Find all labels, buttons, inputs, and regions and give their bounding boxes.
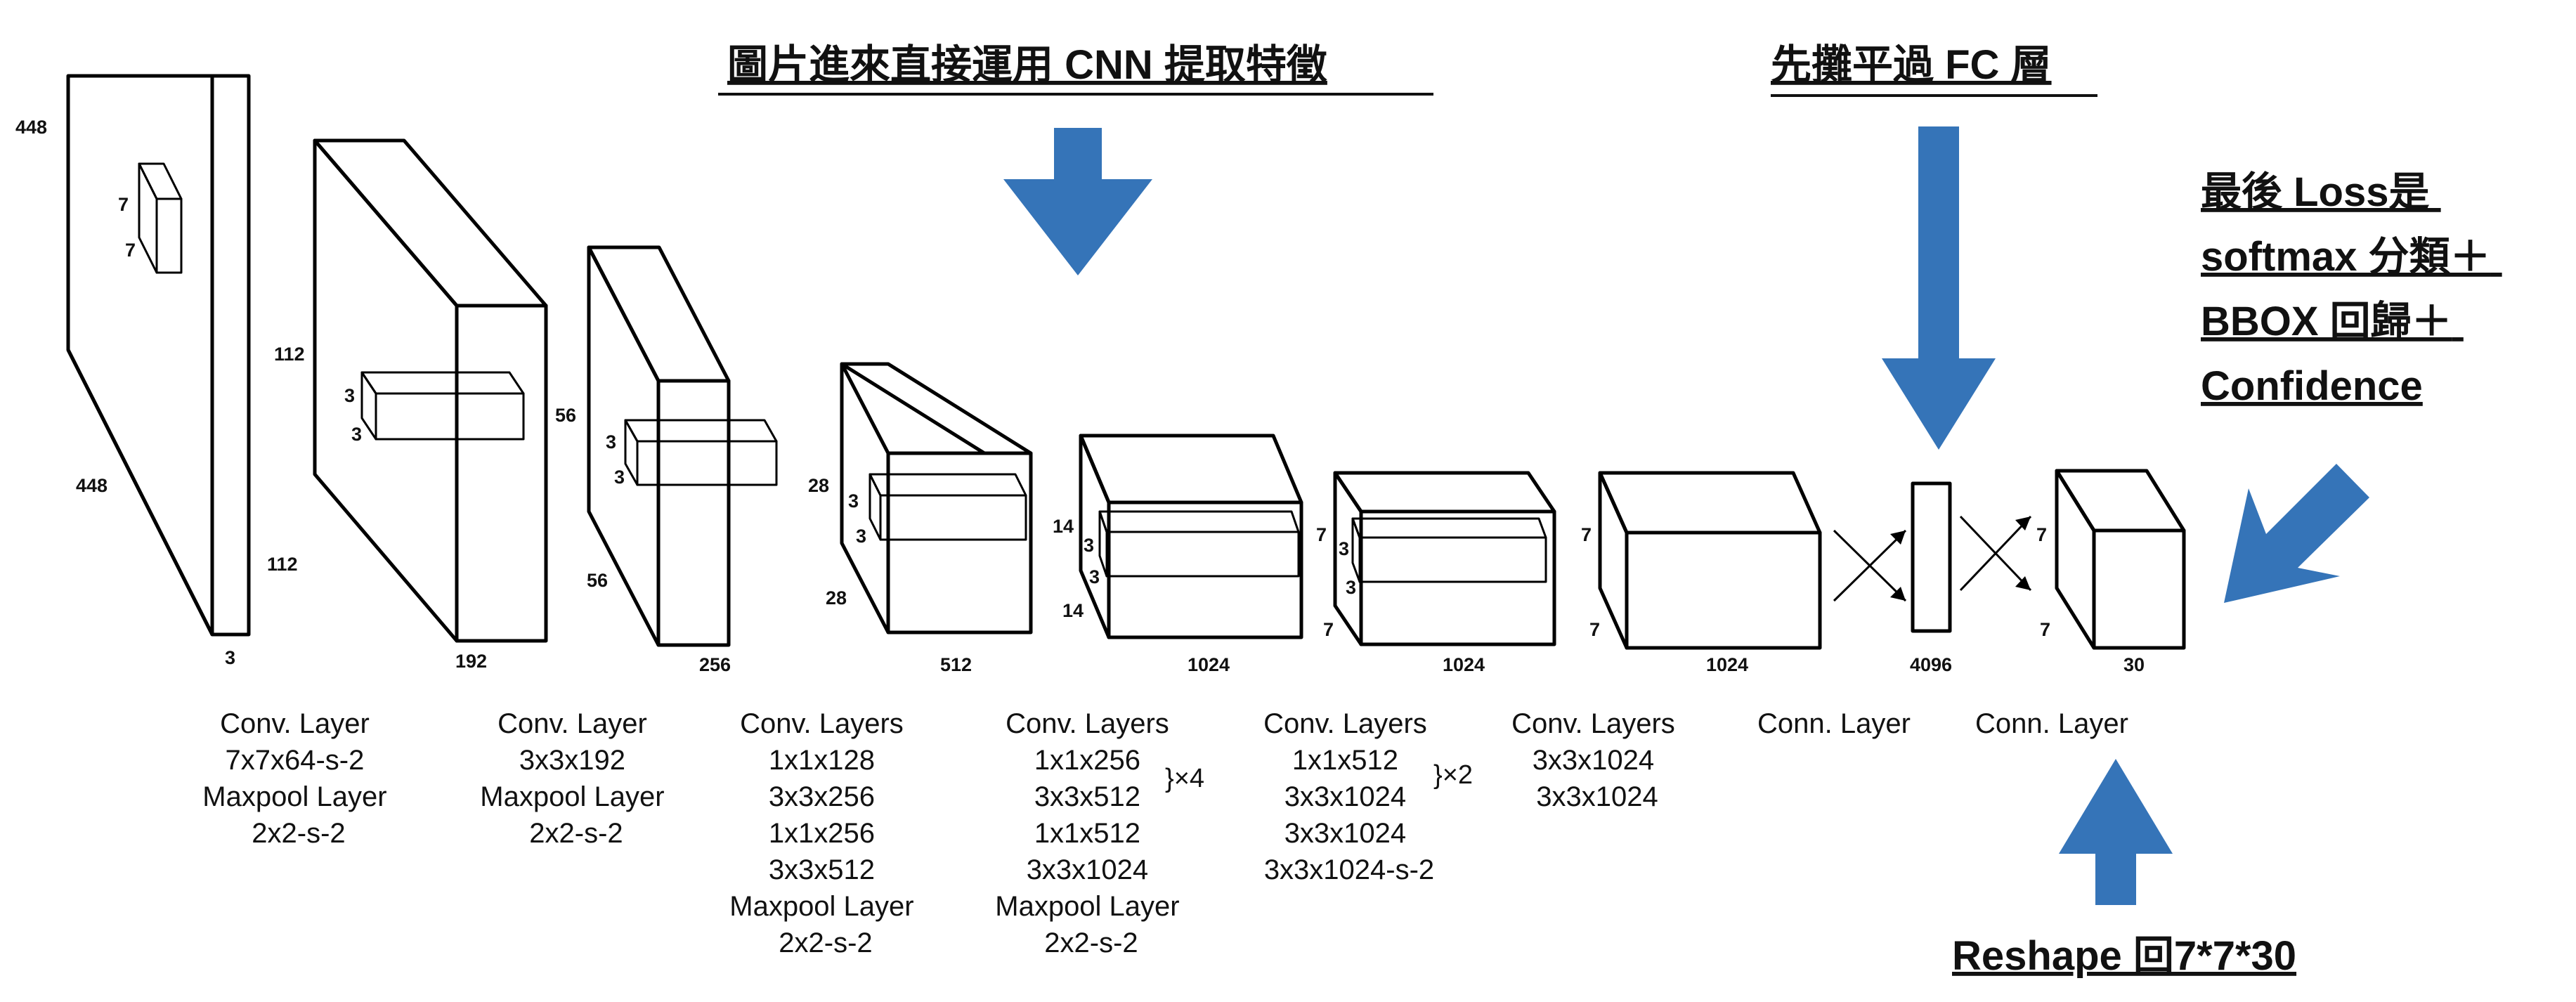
block-3-kernel-h-label: 3 — [848, 490, 859, 512]
block-4-caption: Conv. Layers 1x1x256 3x3x512 1x1x512 3x3… — [995, 708, 1188, 958]
annotation-flatten: 先攤平過 FC 層 — [1771, 42, 2052, 88]
output-depth-label: 30 — [2123, 654, 2145, 675]
block-6-depth-label: 1024 — [1706, 654, 1748, 675]
block-5-depth-label: 1024 — [1443, 654, 1485, 675]
block-5-height-label: 7 — [1316, 524, 1327, 545]
block-3-volume: 28 28 512 3 3 — [808, 362, 1033, 675]
up-arrow-reshape — [2059, 759, 2173, 905]
fc-layer-volume: 4096 — [1910, 481, 1952, 675]
block-2-kernel-box — [624, 419, 778, 486]
annotation-cnn: 圖片進來直接運用 CNN 提取特徵 — [727, 42, 1327, 88]
fc-caption: Conn. Layer — [1757, 708, 1911, 739]
block-2-caption: Conv. Layer 3x3x192 Maxpool Layer 2x2-s-… — [480, 708, 672, 849]
block-4-repeat-label: }×4 — [1165, 764, 1204, 793]
block-2-width-label: 56 — [587, 570, 608, 591]
output-height-label: 7 — [2036, 524, 2047, 545]
block-1-depth-label: 192 — [455, 651, 487, 672]
block-2-kernel-w-label: 3 — [614, 467, 625, 488]
block-3-depth-label: 512 — [940, 654, 972, 675]
cross-connection-1 — [1833, 529, 1907, 602]
block-4-volume: 14 14 1024 3 3 — [1053, 434, 1303, 675]
down-arrow-cnn — [1003, 128, 1152, 275]
block-2-kernel-h-label: 3 — [606, 431, 616, 453]
output-volume: 7 7 30 — [2036, 469, 2186, 675]
block-4-height-label: 14 — [1053, 516, 1074, 537]
down-arrow-flatten — [1882, 126, 1996, 450]
annotation-reshape: Reshape 回7*7*30 — [1952, 933, 2296, 979]
block-1-height-label: 112 — [274, 344, 305, 365]
diagonal-arrow-loss — [2224, 464, 2369, 603]
block-1-kernel-w-label: 3 — [351, 424, 362, 445]
block-6-volume: 7 7 1024 — [1581, 471, 1822, 675]
block-6-width-label: 7 — [1589, 619, 1600, 640]
block-5-volume: 7 7 1024 3 3 — [1316, 471, 1556, 675]
block-4-depth-label: 1024 — [1188, 654, 1230, 675]
block-2-height-label: 56 — [555, 405, 576, 426]
block-2-depth-label: 256 — [699, 654, 731, 675]
input-kernel-box — [138, 162, 183, 274]
input-height-label: 448 — [15, 117, 47, 138]
input-depth-label: 3 — [225, 647, 235, 668]
block-3-caption: Conv. Layers 1x1x128 3x3x256 1x1x256 3x3… — [729, 708, 922, 958]
input-volume: 448 448 3 7 7 — [15, 74, 251, 668]
block-3-width-label: 28 — [826, 587, 847, 609]
block-5-kernel-w-label: 3 — [1346, 577, 1356, 598]
output-caption: Conn. Layer — [1975, 708, 2128, 739]
block-1-width-label: 112 — [267, 554, 298, 575]
block-5-caption: Conv. Layers 1x1x512 3x3x1024 3x3x1024 3… — [1263, 708, 1435, 885]
input-kernel-h-label: 7 — [118, 194, 129, 215]
block-6-caption: Conv. Layers 3x3x1024 3x3x1024 — [1511, 708, 1683, 812]
block-5-width-label: 7 — [1323, 619, 1334, 640]
block-3-kernel-w-label: 3 — [856, 526, 866, 547]
output-width-label: 7 — [2040, 619, 2050, 640]
block-4-kernel-h-label: 3 — [1084, 535, 1094, 556]
annotation-loss: 最後 Loss是 softmax 分類＋ BBOX 回歸＋ Confidence — [2201, 169, 2502, 409]
cross-connection-2 — [1959, 515, 2032, 592]
block-4-width-label: 14 — [1062, 600, 1084, 621]
block-4-kernel-w-label: 3 — [1089, 566, 1100, 587]
block-5-kernel-box — [1351, 517, 1547, 583]
block-5-kernel-h-label: 3 — [1339, 538, 1349, 559]
captions: Conv. Layer 7x7x64-s-2 Maxpool Layer 2x2… — [202, 708, 2128, 958]
block-5-repeat-label: }×2 — [1433, 760, 1473, 790]
block-3-kernel-box — [869, 473, 1027, 541]
block-4-kernel-box — [1098, 510, 1300, 578]
block-1-volume: 112 112 192 3 3 — [267, 138, 548, 672]
block-3-height-label: 28 — [808, 475, 829, 496]
annotations: 圖片進來直接運用 CNN 提取特徵 先攤平過 FC 層 最後 Loss是 sof… — [718, 42, 2502, 979]
block-1-kernel-h-label: 3 — [344, 385, 355, 406]
block-2-volume: 56 56 256 3 3 — [555, 245, 778, 675]
block-1-caption: Conv. Layer 7x7x64-s-2 Maxpool Layer 2x2… — [202, 708, 395, 849]
input-kernel-w-label: 7 — [125, 240, 136, 261]
fc-depth-label: 4096 — [1910, 654, 1952, 675]
block-1-kernel-box — [360, 371, 525, 441]
input-width-label: 448 — [76, 475, 108, 496]
block-6-height-label: 7 — [1581, 524, 1592, 545]
